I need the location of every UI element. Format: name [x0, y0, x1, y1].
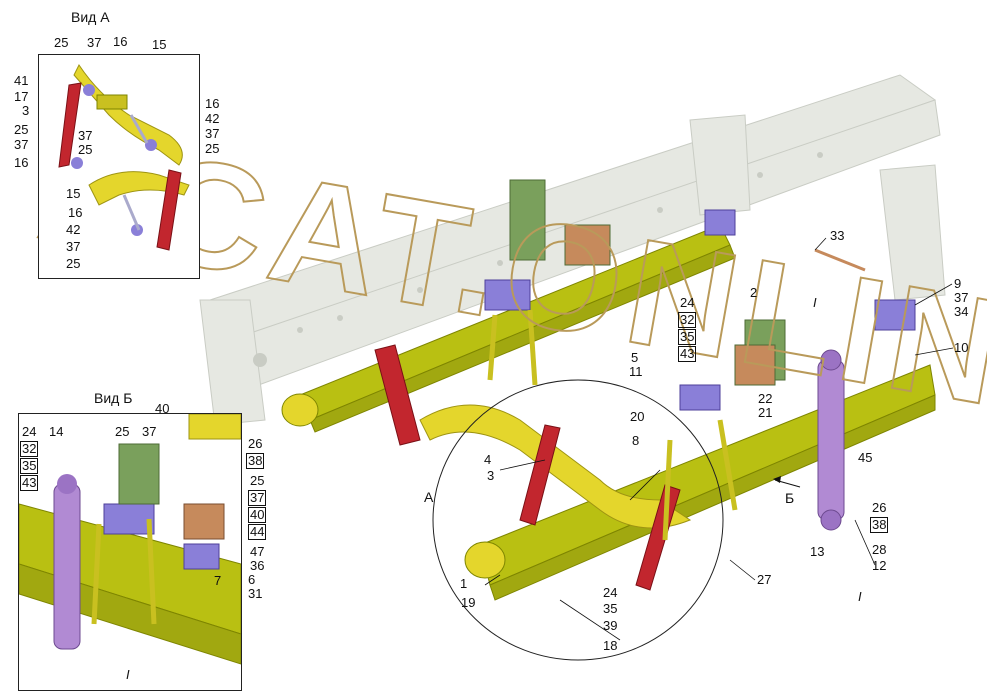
inset-b-drawing: [19, 414, 241, 665]
callout-a-16c: 16: [14, 155, 29, 170]
roman-marker-3: I: [126, 667, 130, 682]
callout-18: 18: [603, 638, 618, 653]
rear-leaf-spring: [281, 224, 736, 433]
callout-a-42: 42: [205, 111, 220, 126]
view-a-circle: [432, 379, 724, 661]
callout-21: 21: [758, 405, 773, 420]
callout-38: 38: [870, 517, 889, 533]
roman-marker-1: I: [813, 295, 817, 310]
callout-37: 37: [954, 290, 969, 305]
callout-24b: 24: [603, 585, 618, 600]
callout-b-14: 14: [49, 424, 64, 439]
callout-a-16b: 16: [205, 96, 220, 111]
callout-b-40: 40: [155, 401, 170, 416]
callout-b-43: 43: [20, 475, 39, 491]
shock-absorber: [817, 349, 845, 531]
callout-10: 10: [954, 340, 969, 355]
callout-a-3: 3: [22, 103, 30, 118]
inset-view-b: Вид Б: [18, 390, 242, 691]
callout-a-25c: 25: [78, 142, 93, 157]
callout-24: 24: [680, 295, 695, 310]
callout-3: 3: [487, 468, 495, 483]
callout-8: 8: [632, 433, 640, 448]
brackets: [509, 179, 786, 386]
callout-b-6: 6: [248, 572, 256, 587]
inset-view-a: Вид А: [38, 9, 200, 279]
u-bolts: [487, 309, 738, 541]
callout-b-37b: 37: [248, 490, 267, 506]
callout-b-24: 24: [22, 424, 37, 439]
callout-5: 5: [631, 350, 639, 365]
callout-43: 43: [678, 346, 697, 362]
callout-27: 27: [757, 572, 772, 587]
callout-a-25: 25: [54, 35, 69, 50]
callout-33: 33: [830, 228, 845, 243]
callout-b-40b: 40: [248, 507, 267, 523]
callout-11: 11: [629, 364, 643, 379]
callout-4: 4: [484, 452, 492, 467]
view-marker-b: Б: [785, 490, 795, 506]
callout-a-37c: 37: [78, 128, 93, 143]
callout-13: 13: [810, 544, 825, 559]
inset-a-title: Вид А: [71, 9, 110, 25]
callout-a-37: 37: [87, 35, 102, 50]
callout-35b: 35: [603, 601, 618, 616]
callout-20: 20: [630, 409, 645, 424]
callout-b-26: 26: [248, 436, 263, 451]
callout-b-38: 38: [246, 453, 265, 469]
callout-a-42b: 42: [66, 222, 81, 237]
callout-a-37e: 37: [66, 239, 81, 254]
callout-26: 26: [872, 500, 887, 515]
view-marker-a: А: [424, 489, 434, 505]
callout-a-37b: 37: [205, 126, 220, 141]
callout-a-25d: 25: [14, 122, 29, 137]
callout-a-16: 16: [113, 34, 128, 49]
callout-12: 12: [872, 558, 887, 573]
callout-b-36: 36: [250, 558, 265, 573]
callout-22: 22: [758, 391, 773, 406]
callout-9: 9: [954, 276, 962, 291]
callout-a-15b: 15: [66, 186, 81, 201]
callout-39: 39: [603, 618, 618, 633]
callout-a-37d: 37: [14, 137, 29, 152]
callout-35: 35: [678, 329, 697, 345]
callout-b-32: 32: [20, 441, 39, 457]
callout-b-37: 37: [142, 424, 157, 439]
callout-b-35: 35: [20, 458, 39, 474]
cross-tube: [419, 404, 692, 529]
shackles: [374, 344, 681, 591]
roman-marker-2: I: [858, 589, 862, 604]
callout-b-44: 44: [248, 524, 267, 540]
callout-45: 45: [858, 450, 873, 465]
callout-a-17: 17: [14, 89, 29, 104]
callout-28: 28: [872, 542, 887, 557]
callout-19: 19: [461, 595, 476, 610]
callout-b-47: 47: [250, 544, 265, 559]
callout-b-25b: 25: [250, 473, 265, 488]
callout-b-25: 25: [115, 424, 130, 439]
callout-1: 1: [460, 576, 468, 591]
callout-32: 32: [678, 312, 697, 328]
inset-b-title: Вид Б: [94, 390, 133, 406]
inset-a-drawing: [58, 64, 190, 251]
callout-34: 34: [954, 304, 969, 319]
callout-2: 2: [750, 285, 758, 300]
callout-a-25e: 25: [66, 256, 81, 271]
pads: [484, 209, 916, 411]
callout-a-41: 41: [14, 73, 29, 88]
callout-b-7: 7: [214, 573, 222, 588]
callout-a-15: 15: [152, 37, 167, 52]
callout-a-16d: 16: [68, 205, 83, 220]
callout-a-25b: 25: [205, 141, 220, 156]
callout-b-31: 31: [248, 586, 263, 601]
